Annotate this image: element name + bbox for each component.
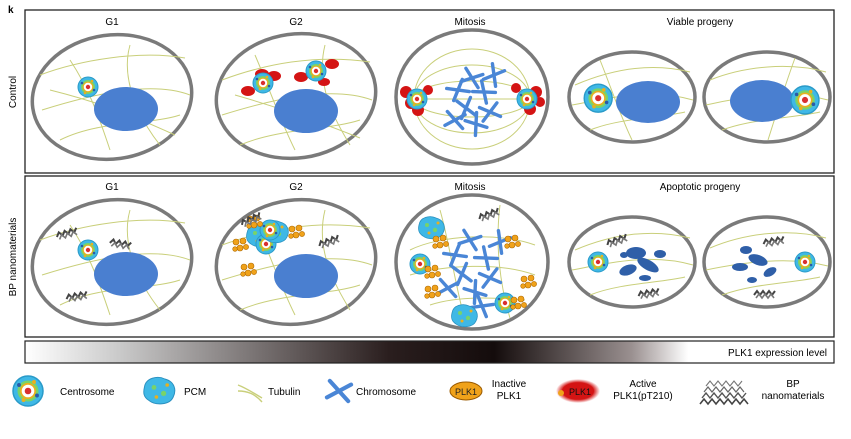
centrosome <box>77 239 99 261</box>
centrosome <box>516 88 538 110</box>
legend: Centrosome PCM Tubulin Chromosome PLK1 I… <box>12 375 825 407</box>
cell-control-progeny-right <box>702 50 832 144</box>
panel-letter: k <box>8 5 14 16</box>
cell-control-g2 <box>214 31 378 161</box>
nucleus <box>730 80 794 122</box>
stage-label-bp-progeny: Apoptotic progeny <box>660 182 741 193</box>
legend-label-tubulin: Tubulin <box>268 387 300 398</box>
legend-label-pcm: PCM <box>184 387 206 398</box>
inactive-plk1-badge: PLK1 <box>455 387 477 397</box>
legend-label-inactive-line1: Inactive <box>492 379 527 390</box>
inactive-plk1-icon: PLK1 <box>449 381 483 401</box>
pcm <box>450 304 478 328</box>
nucleus <box>94 87 158 131</box>
legend-label-centrosome: Centrosome <box>60 387 115 398</box>
centrosome <box>252 72 274 94</box>
centrosome <box>259 219 281 241</box>
legend-label-active-line1: Active <box>629 379 657 390</box>
cell-bp-g1 <box>30 197 194 327</box>
pcm <box>417 216 445 240</box>
nucleus <box>94 252 158 296</box>
cell-bp-mitosis <box>394 193 550 331</box>
centrosome <box>494 292 516 314</box>
gradient-bar-label: PLK1 expression level <box>728 348 827 359</box>
chromosome-icon <box>327 381 351 401</box>
legend-label-inactive-line2: PLK1 <box>497 391 522 402</box>
cell-control-g1 <box>30 32 194 162</box>
centrosome-icon <box>12 375 44 407</box>
active-plk1-badge: PLK1 <box>569 387 591 397</box>
cell-bp-progeny-right <box>702 215 832 309</box>
nucleus <box>274 89 338 133</box>
centrosome <box>794 251 816 273</box>
pcm-icon <box>143 376 176 405</box>
fragmented-nucleus <box>619 247 666 281</box>
cell-bp-g2 <box>214 197 378 327</box>
centrosome <box>583 83 614 114</box>
tubulin-network <box>571 232 694 296</box>
nucleus <box>274 254 338 298</box>
cell-control-mitosis <box>394 28 550 166</box>
fragmented-nucleus <box>732 246 777 283</box>
tubulin-icon <box>237 384 263 403</box>
cell-control-progeny-left <box>567 50 697 144</box>
row-label-control: Control <box>8 76 19 108</box>
stage-label-control-g1: G1 <box>105 17 119 28</box>
stage-label-control-progeny: Viable progeny <box>667 17 734 28</box>
legend-label-bp-line1: BP <box>786 379 800 390</box>
plk1-expression-gradient-bar <box>24 340 835 364</box>
centrosome <box>587 251 609 273</box>
cell-bp-progeny-left <box>567 215 697 309</box>
stage-label-bp-mitosis: Mitosis <box>454 182 485 193</box>
bp-nanomaterials-icon <box>699 380 749 406</box>
stage-label-control-g2: G2 <box>289 17 303 28</box>
centrosome <box>790 85 820 115</box>
stage-label-bp-g1: G1 <box>105 182 119 193</box>
row-label-bp-nanomaterials: BP nanomaterials <box>8 218 19 297</box>
legend-label-bp-line2: nanomaterials <box>762 391 825 402</box>
centrosome <box>77 76 99 98</box>
nucleus <box>616 81 680 123</box>
centrosome <box>305 60 327 82</box>
stage-label-control-mitosis: Mitosis <box>454 17 485 28</box>
active-plk1-icon: PLK1 <box>556 379 600 403</box>
centrosome <box>406 88 428 110</box>
stage-label-bp-g2: G2 <box>289 182 303 193</box>
legend-label-chromosome: Chromosome <box>356 387 416 398</box>
legend-label-active-line2: PLK1(pT210) <box>613 391 672 402</box>
